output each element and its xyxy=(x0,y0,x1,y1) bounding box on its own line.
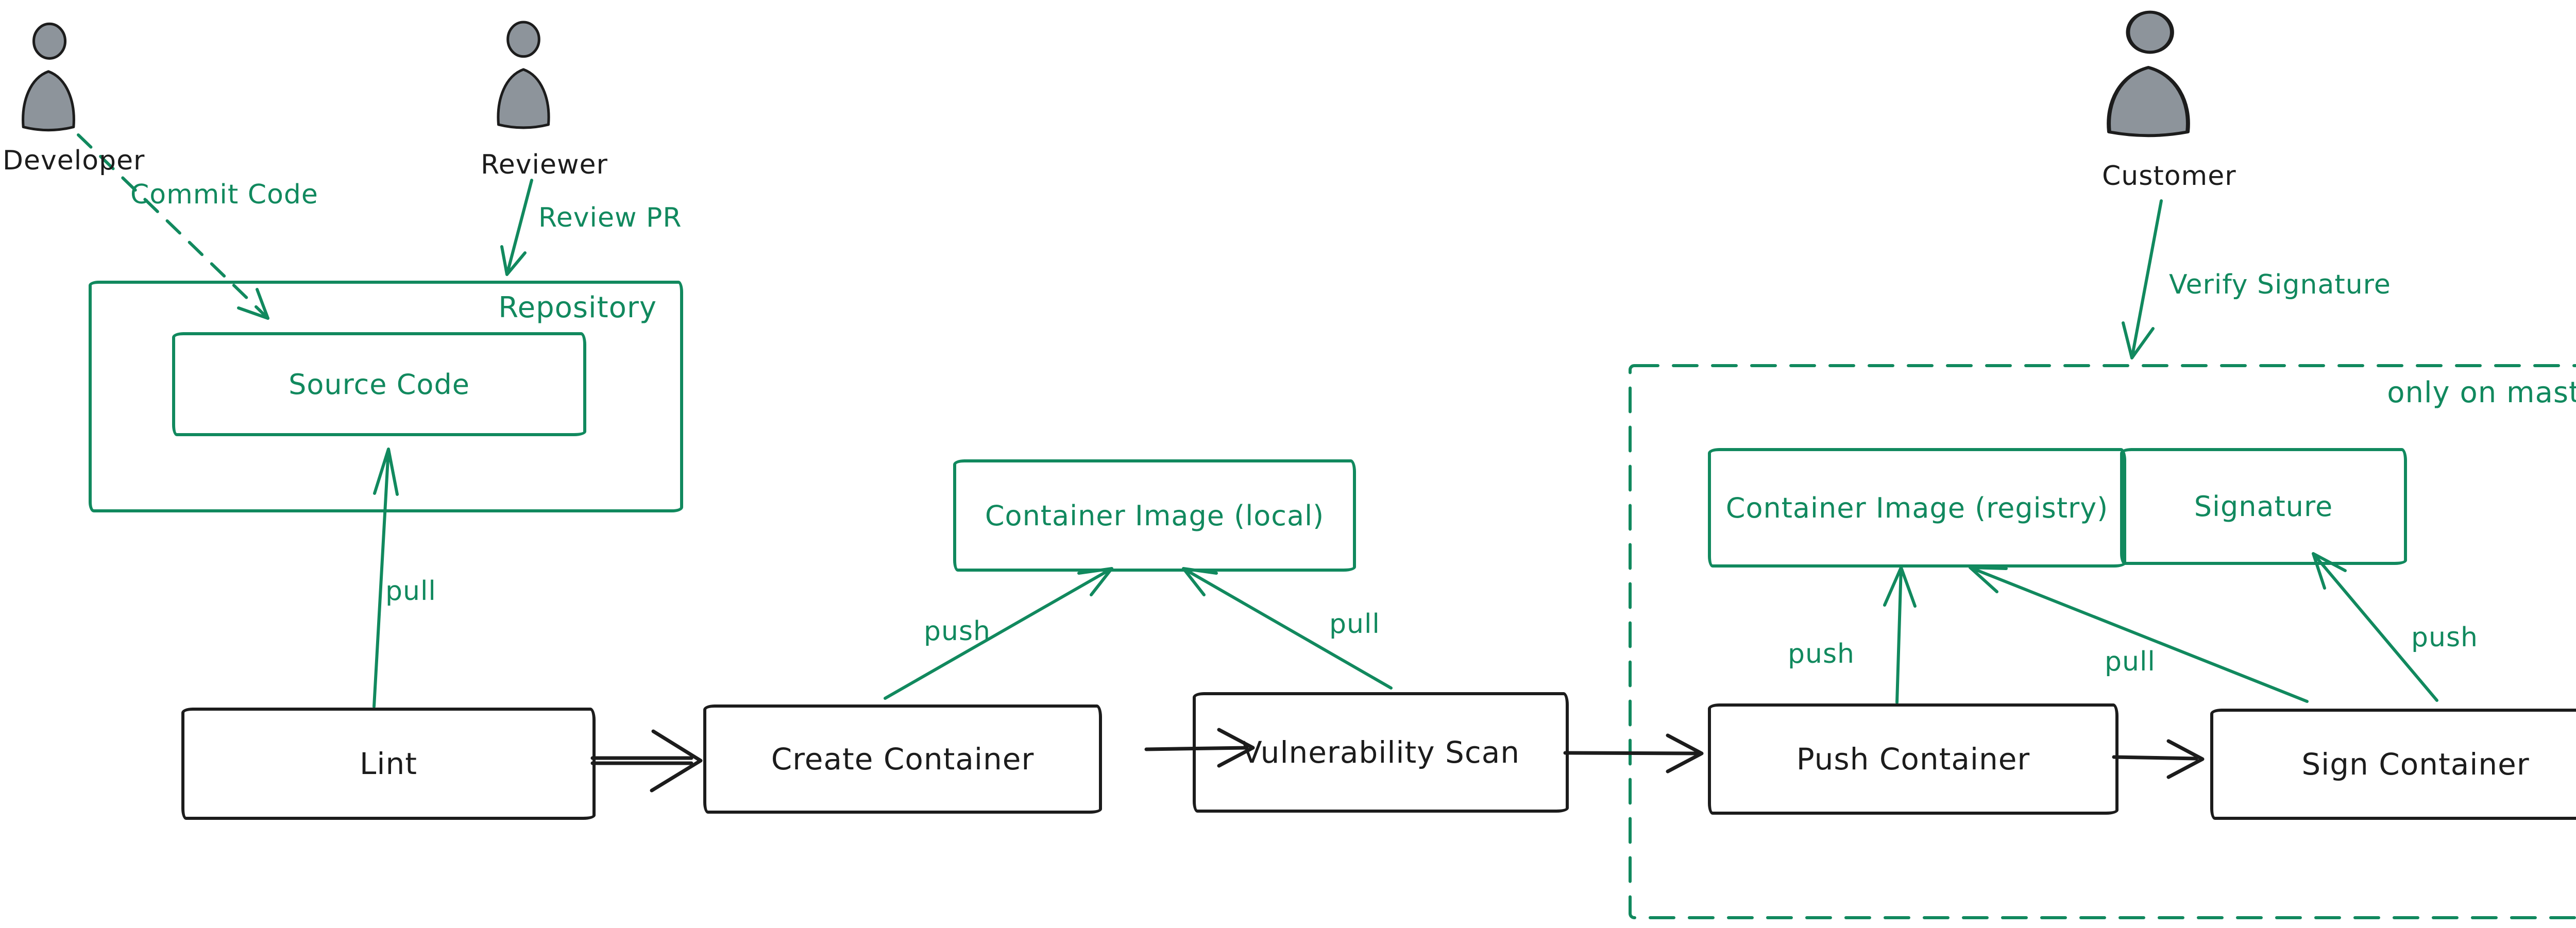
source-code-label: Source Code xyxy=(289,368,470,401)
flow-arrow-create-scan xyxy=(1144,728,1255,768)
reviewer-label: Reviewer xyxy=(481,149,608,180)
container-image-local-label: Container Image (local) xyxy=(985,499,1325,532)
source-code-node: Source Code xyxy=(172,332,586,436)
lint-node: Lint xyxy=(181,708,596,820)
commit-code-arrow xyxy=(77,133,269,320)
create-container-node: Create Container xyxy=(703,704,1102,814)
push-registry-arrow xyxy=(1883,566,1917,704)
container-image-local-node: Container Image (local) xyxy=(953,459,1356,572)
pull-source-arrow xyxy=(372,448,399,708)
person-head xyxy=(32,22,67,60)
person-body xyxy=(22,70,75,132)
push-signature-label: push xyxy=(2411,622,2479,653)
signature-node: Signature xyxy=(2120,448,2407,565)
master-build-label: only on master build xyxy=(2387,376,2576,409)
master-build-group-border xyxy=(1629,364,2576,919)
vulnerability-scan-label: Vulnerability Scan xyxy=(1241,735,1520,770)
customer-icon xyxy=(2107,10,2190,138)
person-body xyxy=(497,68,550,129)
repository-label: Repository xyxy=(498,291,657,324)
verify-signature-label: Verify Signature xyxy=(2169,269,2391,300)
sign-container-label: Sign Container xyxy=(2301,747,2530,782)
commit-code-arrowhead xyxy=(237,288,269,320)
flow-arrow-lint-create xyxy=(590,729,703,793)
vulnerability-scan-node: Vulnerability Scan xyxy=(1193,692,1569,813)
push-local-arrow xyxy=(884,567,1113,700)
review-pr-arrow xyxy=(500,179,533,276)
container-image-registry-node: Container Image (registry) xyxy=(1708,448,2126,568)
developer-label: Developer xyxy=(3,145,145,176)
push-signature-arrow xyxy=(2312,552,2438,702)
push-container-node: Push Container xyxy=(1708,703,2119,815)
verify-signature-arrow xyxy=(2122,199,2163,359)
customer-label: Customer xyxy=(2102,161,2236,192)
flow-arrow-push-sign xyxy=(2112,739,2205,779)
push-container-label: Push Container xyxy=(1796,742,2030,777)
person-body xyxy=(2107,66,2190,138)
pull-registry-arrow xyxy=(1969,566,2309,703)
person-head xyxy=(2126,10,2174,54)
commit-code-label: Commit Code xyxy=(130,179,318,210)
pull-source-label: pull xyxy=(385,576,436,607)
pull-local-label: pull xyxy=(1329,609,1380,640)
developer-icon xyxy=(22,22,75,132)
push-registry-label: push xyxy=(1788,639,1855,669)
flow-arrow-scan-push xyxy=(1563,733,1704,774)
lint-label: Lint xyxy=(360,746,417,781)
push-local-label: push xyxy=(924,616,991,647)
create-container-label: Create Container xyxy=(771,742,1035,777)
repository-group-box: Repository xyxy=(89,281,683,512)
reviewer-icon xyxy=(497,21,550,129)
review-pr-label: Review PR xyxy=(538,202,682,233)
pull-registry-label: pull xyxy=(2105,646,2156,677)
signature-label: Signature xyxy=(2194,490,2333,523)
container-image-registry-label: Container Image (registry) xyxy=(1725,491,2109,524)
sign-container-node: Sign Container xyxy=(2210,709,2576,820)
person-head xyxy=(506,21,540,58)
